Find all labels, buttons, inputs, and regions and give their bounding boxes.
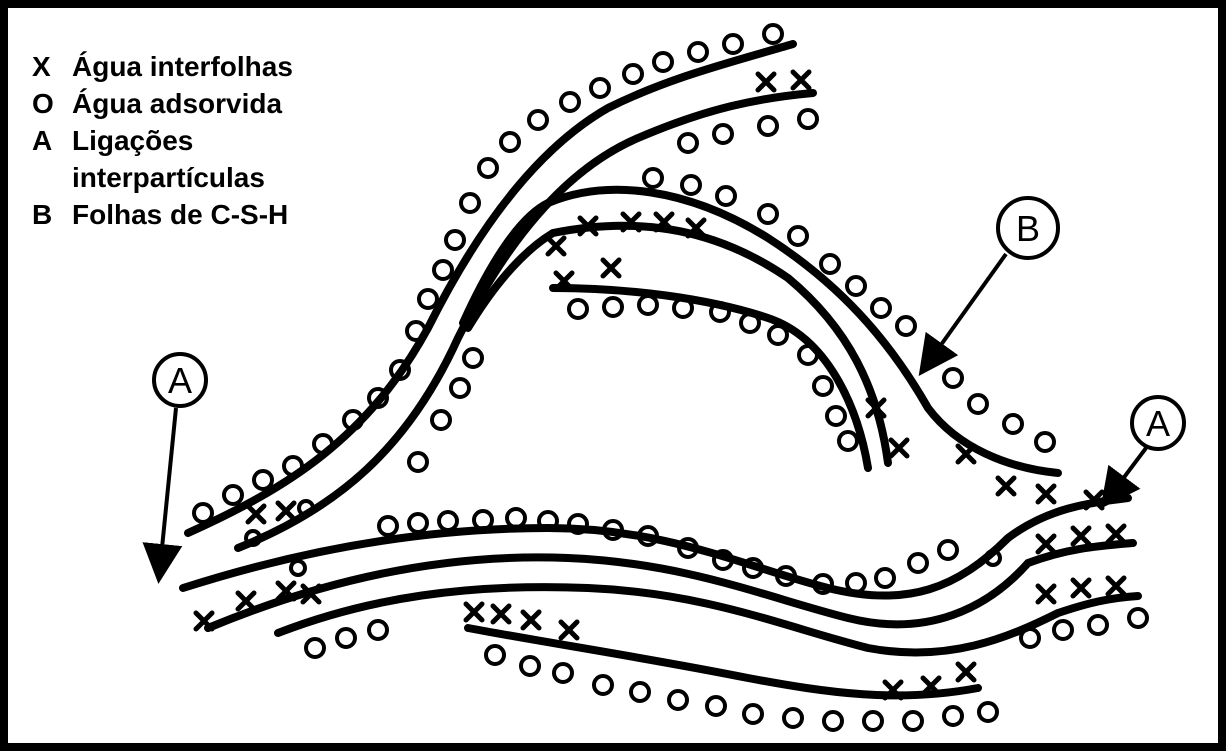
callout-a-left-label: A [168,360,192,401]
csh-structure-diagram: A B A [8,8,1218,743]
sheet-lower [468,628,978,695]
sheet-main-top [183,498,1128,596]
sheet-main-bottom [278,587,1138,652]
callout-a-right-label: A [1146,403,1170,444]
csh-sheets [183,44,1138,695]
sheet-middle-arc [468,226,888,463]
callout-b-label: B [1016,208,1040,249]
adsorbed-water-circles [194,25,1147,730]
